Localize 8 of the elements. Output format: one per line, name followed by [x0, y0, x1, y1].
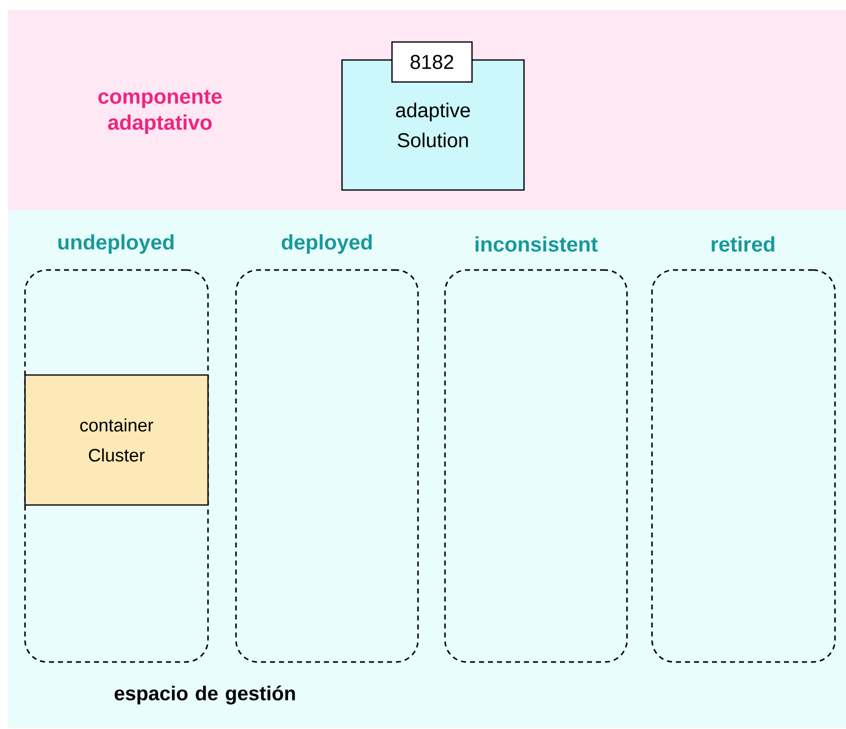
state-heading: deployed: [282, 234, 372, 254]
container-box: container Cluster: [24, 374, 209, 506]
port-tab: 8182: [391, 41, 473, 83]
state-heading: inconsistent: [476, 236, 598, 252]
state-heading: retired: [712, 236, 774, 252]
band-heading: espacio de gestión: [114, 686, 295, 704]
state-heading: undeployed: [58, 234, 174, 254]
band-heading: componente adaptativo: [98, 90, 222, 134]
